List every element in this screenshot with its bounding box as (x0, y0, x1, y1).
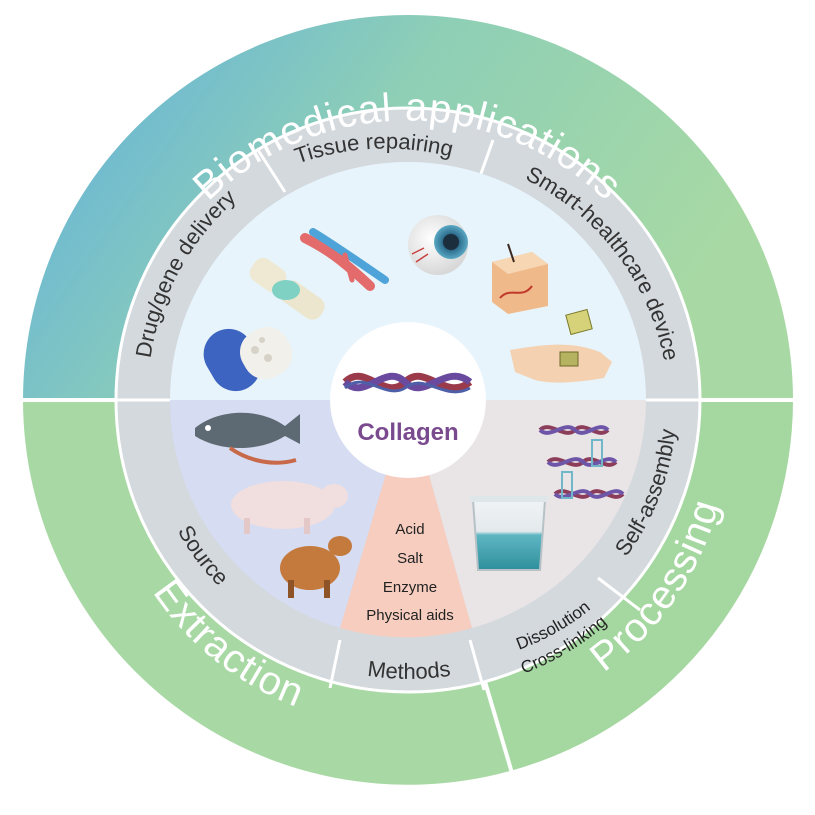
center-label: Collagen (357, 419, 458, 446)
method-item: Enzyme (383, 579, 437, 596)
collagen-helix-icon (342, 372, 473, 394)
pig-icon (231, 481, 348, 534)
inner-label-methods: Methods (366, 656, 451, 684)
fish-icon (195, 412, 300, 465)
applications-sector (170, 162, 646, 400)
skin-layer-icon (492, 243, 548, 314)
center-circle (330, 322, 486, 478)
eye-icon (408, 215, 468, 275)
method-item: Physical aids (366, 607, 454, 624)
methods-sector (340, 400, 472, 638)
method-item: Acid (395, 521, 424, 538)
beaker-icon (470, 496, 548, 571)
cow-icon (280, 536, 352, 598)
blood-vessel-icon (300, 228, 389, 291)
hand-sensor-icon (510, 308, 612, 383)
inner-divider-source-methods (328, 639, 342, 689)
inner-divider-drug-tissue (256, 149, 287, 193)
self-assembly-helix-icon (538, 425, 625, 499)
methods-list: Acid Salt Enzyme Physical aids (366, 521, 454, 624)
knee-joint-icon (249, 257, 325, 320)
capsule-icon (203, 327, 293, 392)
inner-divider-self-dissolution (597, 576, 641, 612)
inner-divider-methods-processing (468, 639, 486, 691)
method-item: Salt (397, 550, 424, 567)
